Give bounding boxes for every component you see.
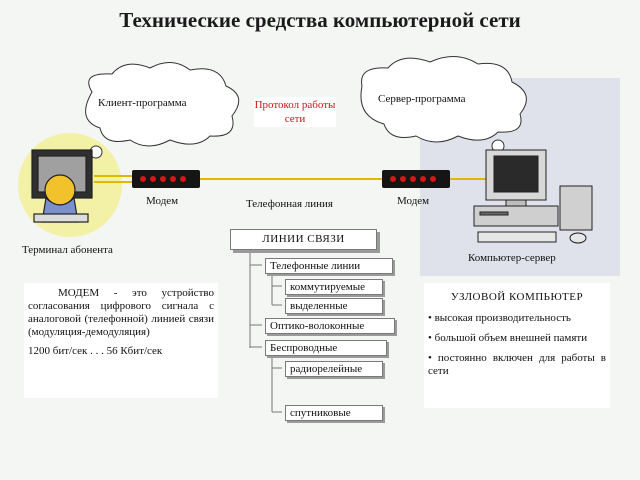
modem-speed-text: 1200 бит/сек . . . 56 Кбит/сек	[28, 345, 163, 357]
node-radio: радиорелейные	[285, 361, 383, 377]
server-program-label: Сервер-программа	[378, 93, 466, 105]
host-title: УЗЛОВОЙ КОМПЬЮТЕР	[450, 291, 584, 303]
page-title: Технические средства компьютерной сети	[119, 8, 521, 32]
led-indicator	[170, 176, 176, 182]
modem-right-label: Модем	[397, 195, 430, 207]
node-phone-lines: Телефонные линии	[265, 258, 393, 274]
led-indicator	[400, 176, 406, 182]
led-indicator	[420, 176, 426, 182]
host-bullet: • высокая производительность	[428, 312, 571, 324]
modem-description-panel: МОДЕМ - это устройство согласования цифр…	[24, 283, 218, 398]
led-indicator	[390, 176, 396, 182]
led-indicator	[410, 176, 416, 182]
phone-line-label: Телефонная линия	[246, 198, 333, 210]
node-fiber: Оптико-волоконные	[265, 318, 395, 334]
led-indicator	[180, 176, 186, 182]
host-computer-panel: УЗЛОВОЙ КОМПЬЮТЕР • высокая производител…	[424, 283, 610, 408]
tree-lines	[249, 248, 282, 413]
server-figure	[473, 149, 593, 244]
node-switched: коммутируемые	[285, 279, 383, 295]
modem-left-label: Модем	[146, 195, 179, 207]
led-indicator	[160, 176, 166, 182]
led-indicator	[140, 176, 146, 182]
terminal-label: Терминал абонента	[22, 244, 113, 256]
led-indicator	[430, 176, 436, 182]
protocol-label: Протокол работы сети	[254, 97, 336, 127]
node-satellite: спутниковые	[285, 405, 383, 421]
terminal-figure	[31, 149, 93, 223]
node-wireless: Беспроводные	[265, 340, 387, 356]
cable-lines	[94, 175, 486, 183]
modem-left-device	[132, 170, 200, 188]
led-indicator	[150, 176, 156, 182]
host-bullet: • большой объем внешней памяти	[428, 332, 588, 344]
modem-right-device	[382, 170, 450, 188]
server-pc-label: Компьютер-сервер	[468, 252, 556, 264]
modem-description-text: МОДЕМ - это устройство согласования цифр…	[28, 287, 214, 338]
client-program-label: Клиент-программа	[98, 97, 187, 109]
lines-title-box: ЛИНИИ СВЯЗИ	[230, 229, 377, 250]
host-bullet: • постоянно включен для работы в сети	[428, 352, 606, 377]
node-dedicated: выделенные	[285, 298, 383, 314]
